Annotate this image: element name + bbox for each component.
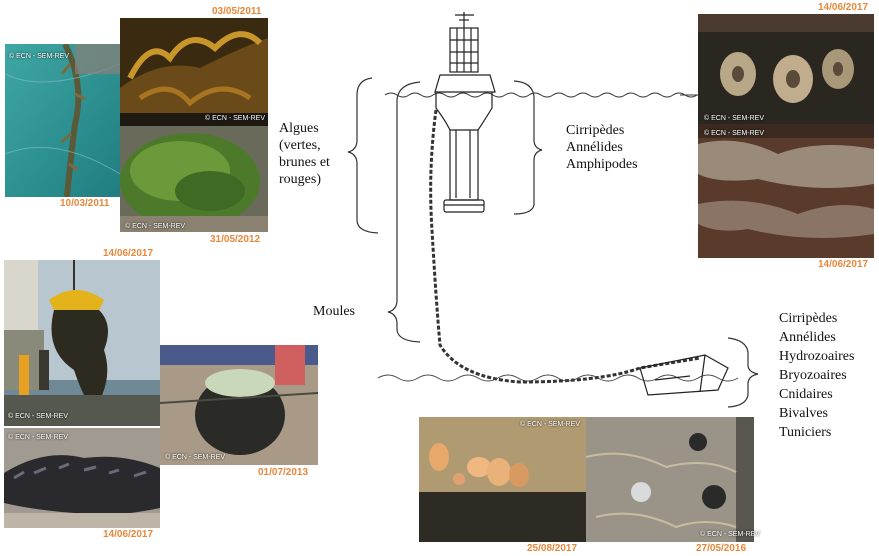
label-algae: Algues (vertes, brunes et rouges) [279, 120, 330, 188]
photo-algae-rope [5, 44, 120, 197]
photo-date: 14/06/2017 [103, 248, 154, 259]
watermark: © ECN - SEM-REV [205, 115, 265, 122]
photo-date: 31/05/2012 [210, 234, 261, 245]
photo-date: 03/05/2011 [212, 6, 262, 17]
watermark: © ECN - SEM-REV [8, 434, 68, 441]
label-buoy-species: Cirripèdes Annélides Amphipodes [566, 122, 638, 173]
photo-barnacles-bottom [698, 124, 874, 258]
bracket-anchor [727, 337, 759, 408]
photo-date: 25/08/2017 [527, 543, 578, 554]
bracket-mussels [387, 81, 421, 343]
label-line: Algues [279, 121, 319, 136]
label-line: Bryozoaires [779, 368, 847, 383]
photo-green-algae [120, 126, 268, 232]
seabed-line [377, 374, 739, 382]
photo-concrete-block [586, 417, 754, 542]
label-line: Amphipodes [566, 157, 638, 172]
label-line: Cnidaires [779, 387, 833, 402]
photo-date: 14/06/2017 [103, 529, 154, 540]
label-line: Bivalves [779, 406, 828, 421]
watermark: © ECN - SEM-REV [704, 130, 764, 137]
bracket-algae [347, 77, 379, 234]
watermark: © ECN - SEM-REV [125, 223, 185, 230]
watermark: © ECN - SEM-REV [700, 531, 760, 538]
mooring-chain [429, 109, 701, 384]
label-line: Annélides [779, 330, 836, 345]
photo-brown-algae [120, 18, 268, 126]
watermark: © ECN - SEM-REV [8, 413, 68, 420]
photo-mussels-sphere [160, 345, 318, 465]
watermark: © ECN - SEM-REV [520, 421, 580, 428]
label-line: brunes et [279, 155, 330, 170]
label-line: Annélides [566, 140, 623, 155]
label-line: Cirripèdes [566, 123, 625, 138]
photo-date: 01/07/2013 [258, 467, 309, 478]
label-line: Cirripèdes [779, 311, 838, 326]
bracket-buoy [513, 80, 543, 215]
buoy-drawing [434, 12, 496, 213]
label-line: rouges) [279, 172, 321, 187]
label-line: Hydrozoaires [779, 349, 855, 364]
photo-date: 10/03/2011 [60, 198, 110, 209]
label-line: Tuniciers [779, 425, 832, 440]
photo-date: 27/05/2016 [696, 543, 747, 554]
photo-mussels-rope [4, 428, 160, 528]
photo-barnacles-top [698, 14, 874, 124]
label-line: (vertes, [279, 138, 321, 153]
photo-tunicates [419, 417, 586, 542]
photo-date: 14/06/2017 [818, 259, 869, 270]
photo-date: 14/06/2017 [818, 2, 869, 13]
watermark: © ECN - SEM-REV [704, 115, 764, 122]
anchor-block [639, 354, 729, 396]
label-mussels: Moules [313, 304, 355, 319]
label-anchor-species: Cirripèdes Annélides Hydrozoaires Bryozo… [779, 309, 854, 442]
sea-surface-line [384, 92, 700, 98]
watermark: © ECN - SEM-REV [165, 454, 225, 461]
photo-buoy-crane [4, 260, 160, 426]
watermark: © ECN - SEM-REV [9, 53, 69, 60]
